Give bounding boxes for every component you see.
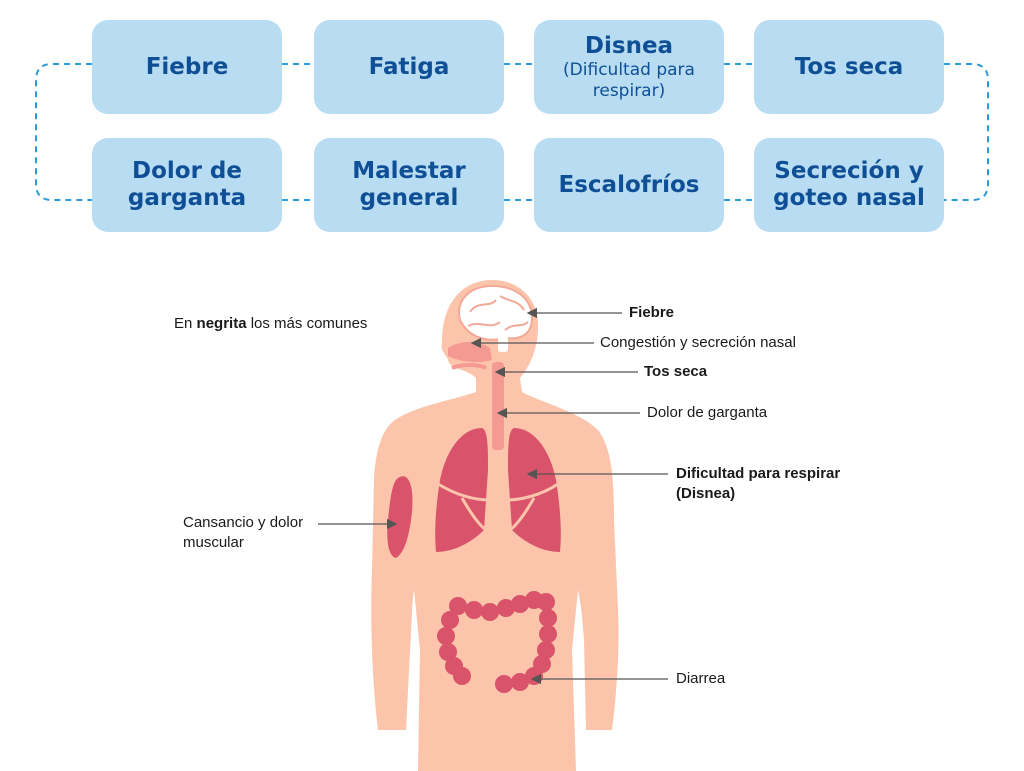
symptom-box-malestar: Malestar general: [314, 138, 504, 232]
symptom-label: Secreción y goteo nasal: [773, 158, 925, 211]
note-bold: negrita: [196, 315, 247, 332]
label-dificultad-line1: Dificultad para respirar: [676, 465, 841, 482]
dashed-connector: [35, 63, 989, 201]
left-lung: [435, 428, 488, 552]
symptom-label: Tos seca: [794, 53, 904, 80]
trachea: [492, 362, 504, 450]
brain: [458, 284, 534, 341]
label-cansancio-line2: muscular: [183, 534, 244, 551]
label-cansancio-line1: Cansancio y dolor: [183, 514, 304, 531]
legend-note: En negrita los más comunes: [174, 314, 367, 334]
note-prefix: En: [174, 315, 193, 332]
symptom-box-fiebre: Fiebre: [92, 20, 282, 114]
symptom-box-secrecion: Secreción y goteo nasal: [754, 138, 944, 232]
symptom-box-tos-seca: Tos seca: [754, 20, 944, 114]
label-diarrea: Diarrea: [676, 670, 726, 687]
label-dificultad-line2: (Disnea): [676, 485, 736, 502]
symptom-box-disnea: Disnea (Dificultad para respirar): [534, 20, 724, 114]
symptom-grid: Fiebre Fatiga Disnea (Dificultad para re…: [0, 0, 1024, 250]
arm-muscle: [387, 476, 413, 558]
symptom-label: Fatiga: [368, 53, 450, 80]
intestine: [437, 591, 557, 693]
symptom-label: Disnea: [584, 32, 674, 59]
right-lung: [508, 428, 561, 552]
symptom-box-fatiga: Fatiga: [314, 20, 504, 114]
label-congestion: Congestión y secreción nasal: [600, 334, 796, 351]
label-dolor-garganta: Dolor de garganta: [647, 404, 768, 421]
symptom-box-escalofrios: Escalofríos: [534, 138, 724, 232]
note-suffix: los más comunes: [250, 315, 368, 332]
symptom-label: Fiebre: [145, 53, 229, 80]
symptom-label: Escalofríos: [558, 171, 700, 198]
label-arrows: [318, 307, 668, 685]
label-fiebre: Fiebre: [629, 304, 675, 321]
label-dificultad: Dificultad para respirar (Disnea): [676, 464, 840, 504]
label-tos-seca: Tos seca: [644, 363, 708, 380]
symptom-sublabel: (Dificultad para respirar): [563, 59, 695, 101]
body-silhouette: [371, 280, 619, 771]
label-cansancio: Cansancio y dolor muscular: [183, 513, 303, 553]
symptom-box-dolor-garganta: Dolor de garganta: [92, 138, 282, 232]
symptom-label: Dolor de garganta: [127, 158, 247, 211]
symptom-label: Malestar general: [352, 158, 466, 211]
